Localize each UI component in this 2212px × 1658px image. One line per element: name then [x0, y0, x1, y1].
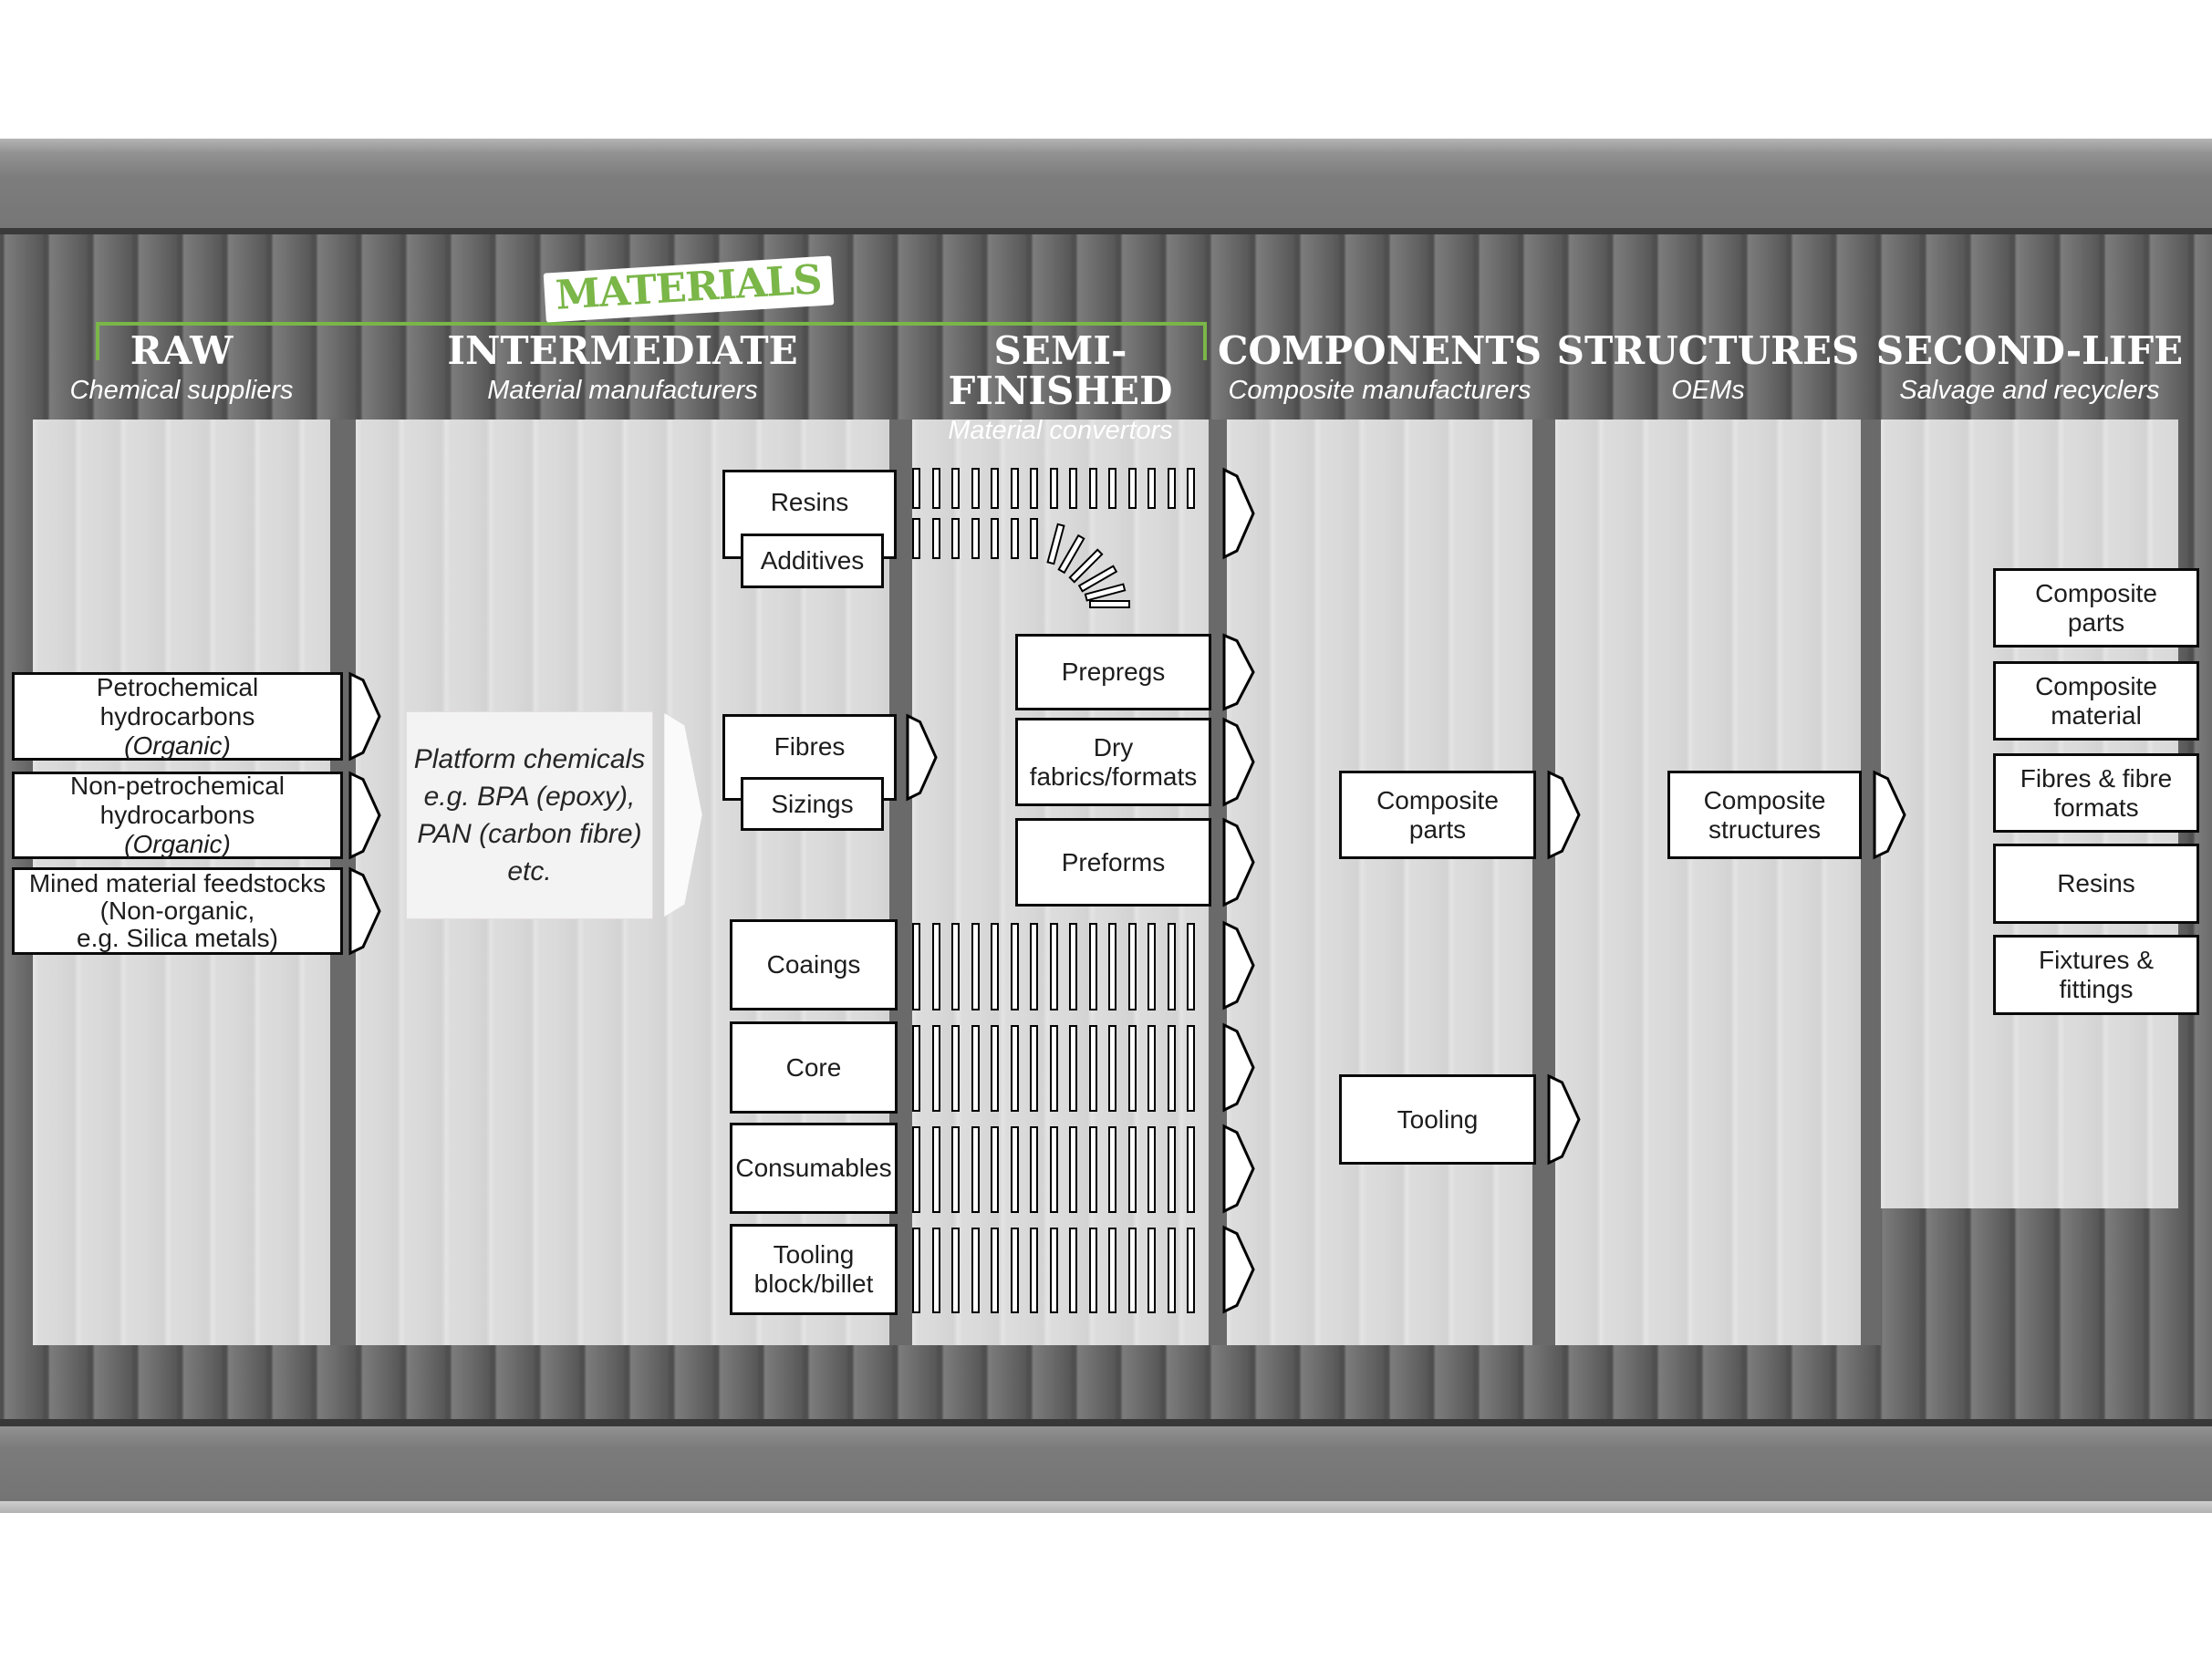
column-divider [1861, 420, 1881, 1345]
column-header-second-life: SECOND-LIFE Salvage and recyclers [1863, 328, 2196, 406]
preforms-box: Preforms [1015, 818, 1211, 907]
consumables-flow-bars [912, 1126, 1211, 1213]
panel-components [1227, 420, 1532, 1345]
materials-bracket-tick-left [96, 322, 99, 360]
column-divider [1532, 420, 1555, 1345]
column-title: INTERMEDIATE [447, 328, 798, 373]
materials-bracket-line [96, 322, 1207, 326]
box-note: (Organic) [124, 731, 231, 760]
column-subtitle: Material manufacturers [487, 376, 758, 405]
second-life-fibres-box: Fibres & fibre formats [1993, 753, 2199, 833]
column-header-intermediate: INTERMEDIATE Material manufacturers [338, 328, 908, 406]
column-subtitle: Salvage and recyclers [1899, 376, 2160, 405]
core-box: Core [730, 1021, 898, 1114]
flow-arrow-composite-parts [1548, 771, 1580, 859]
column-divider [1209, 420, 1227, 1345]
column-subtitle: Material convertors [948, 416, 1173, 445]
column-subtitle: Composite manufacturers [1228, 376, 1532, 405]
flow-arrow-resins-stream [1223, 468, 1254, 559]
column-title: RAW [130, 328, 234, 373]
composite-parts-box: Composite parts [1339, 771, 1536, 859]
column-title: SEMI-FINISHED [948, 328, 1173, 413]
flow-arrow-prepregs [1223, 634, 1254, 710]
second-life-composite-parts-box: Composite parts [1993, 568, 2199, 648]
box-label: Petrochemical hydrocarbons [96, 672, 259, 731]
bottom-frame-edge [0, 1419, 2212, 1426]
flow-arrow-fibres [907, 714, 937, 801]
bottom-frame-band [0, 1426, 2212, 1501]
column-header-raw: RAW Chemical suppliers [15, 328, 348, 406]
flow-arrow-consumables [1223, 1124, 1254, 1213]
coatings-box: Coaings [730, 919, 898, 1010]
top-frame-edge [0, 228, 2212, 234]
additives-box: Additives [741, 534, 884, 588]
platform-chemicals-box: Platform chemicals e.g. BPA (epoxy), PAN… [406, 711, 653, 919]
flow-arrow-platform-chemicals [664, 713, 702, 917]
tooling-block-box: Tooling block/billet [730, 1224, 898, 1315]
panel-structures [1555, 420, 1861, 1345]
consumables-box: Consumables [730, 1123, 898, 1214]
box-note: (Organic) [124, 830, 231, 858]
tooling-flow-bars [912, 1228, 1211, 1313]
column-header-semi-finished: SEMI-FINISHED Material convertors [894, 328, 1227, 446]
tooling-box: Tooling [1339, 1074, 1536, 1165]
column-subtitle: OEMs [1671, 376, 1745, 405]
column-title: SECOND-LIFE [1875, 328, 2184, 373]
sizings-box: Sizings [741, 777, 884, 831]
flow-arrow-core [1223, 1023, 1254, 1112]
flow-arrow-tooling [1548, 1074, 1580, 1165]
flow-arrow-non-petrochemical [349, 772, 380, 859]
flow-arrow-preforms [1223, 818, 1254, 907]
flow-arrow-dry-fabrics [1223, 718, 1254, 806]
second-life-resins-box: Resins [1993, 844, 2199, 924]
box-label: Non-petrochemical hydrocarbons [70, 772, 285, 829]
flow-arrow-composite-structures [1874, 771, 1906, 859]
flow-arrow-coatings [1223, 921, 1254, 1010]
top-frame-band [0, 139, 2212, 228]
flow-arrow-mined-feedstocks [349, 867, 380, 955]
dry-fabrics-box: Dry fabrics/formats [1015, 718, 1211, 806]
coatings-flow-bars [912, 923, 1211, 1010]
core-flow-bars [912, 1025, 1211, 1112]
bottom-frame-highlight [0, 1501, 2212, 1513]
composite-structures-box: Composite structures [1667, 771, 1862, 859]
materials-bracket-tick-right [1203, 322, 1207, 360]
resin-flow-bars-top [912, 468, 1209, 509]
raw-box-mined-feedstocks: Mined material feedstocks (Non-organic, … [12, 867, 343, 955]
flow-arrow-tooling-block [1223, 1226, 1254, 1313]
column-header-components: COMPONENTS Composite manufacturers [1209, 328, 1551, 406]
column-header-structures: STRUCTURES OEMs [1537, 328, 1879, 406]
second-life-composite-material-box: Composite material [1993, 661, 2199, 741]
second-life-fixtures-box: Fixtures & fittings [1993, 935, 2199, 1015]
prepregs-box: Prepregs [1015, 634, 1211, 710]
raw-box-non-petrochemical: Non-petrochemical hydrocarbons (Organic) [12, 772, 343, 859]
resin-flow-bars-bottom [912, 518, 1049, 559]
column-subtitle: Chemical suppliers [69, 376, 294, 405]
column-title: COMPONENTS [1217, 328, 1542, 373]
flow-arrow-petrochemical [349, 672, 380, 761]
box-label: Mined material feedstocks (Non-organic, … [28, 869, 327, 952]
column-title: STRUCTURES [1556, 328, 1860, 373]
raw-box-petrochemical: Petrochemical hydrocarbons (Organic) [12, 672, 343, 761]
